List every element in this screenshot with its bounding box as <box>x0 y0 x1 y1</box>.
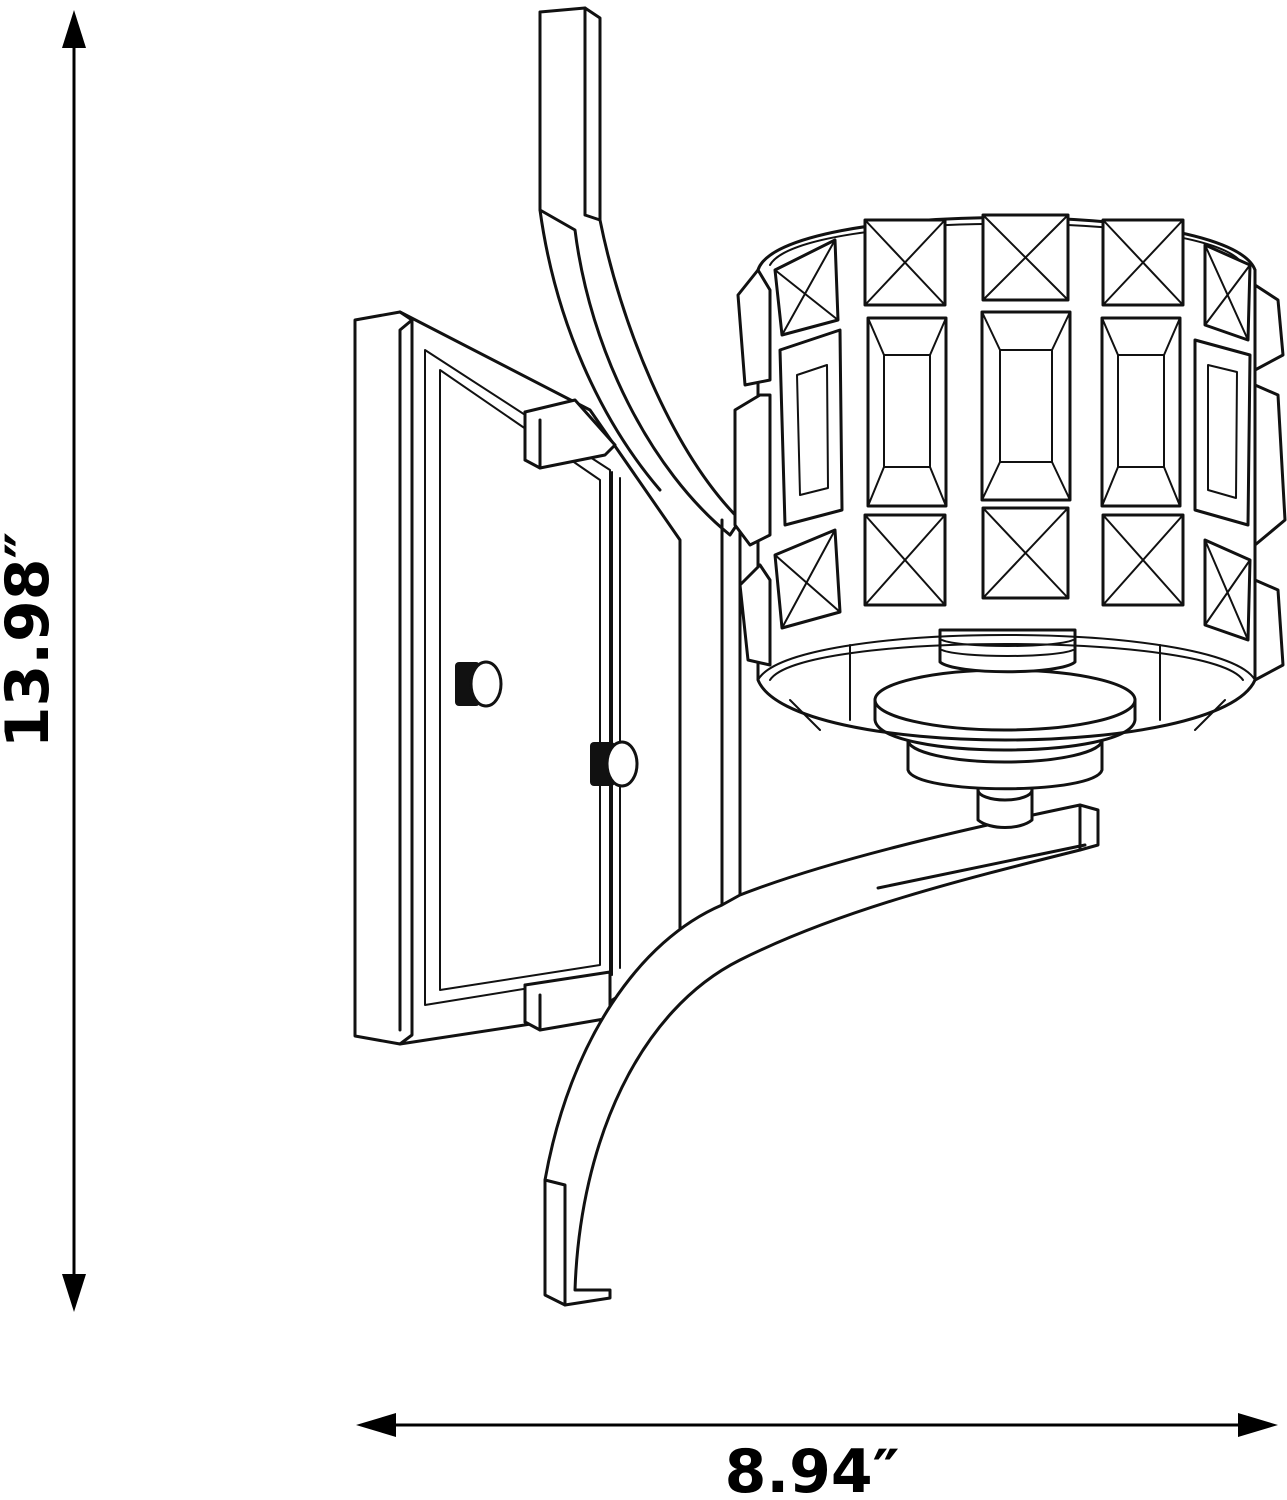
width-dimension: 8.94″ <box>356 1413 1278 1500</box>
width-arrow-left <box>356 1413 396 1437</box>
lamp-holder <box>873 628 1137 829</box>
mounting-knob-lower <box>590 740 639 788</box>
crystal-row-middle <box>778 310 1252 527</box>
crystal-side-left <box>733 268 772 667</box>
crystal-shade <box>733 213 1287 742</box>
support-rod <box>720 518 742 907</box>
height-arrow-top <box>62 10 86 48</box>
lower-arm-stub <box>523 970 612 1032</box>
height-label: 13.98″ <box>0 532 63 749</box>
height-dimension: 13.98″ <box>0 10 86 1312</box>
crystal-row-bottom <box>773 506 1252 642</box>
mounting-knob-upper <box>455 660 503 708</box>
upper-arm-stub <box>523 398 617 470</box>
crystal-row-top <box>773 213 1252 342</box>
width-label: 8.94″ <box>725 1437 900 1500</box>
wall-backplate <box>353 310 682 1046</box>
width-arrow-right <box>1238 1413 1278 1437</box>
lower-curved-arm <box>543 803 1100 1307</box>
height-arrow-bottom <box>62 1274 86 1312</box>
crystal-side-right <box>1253 283 1287 682</box>
